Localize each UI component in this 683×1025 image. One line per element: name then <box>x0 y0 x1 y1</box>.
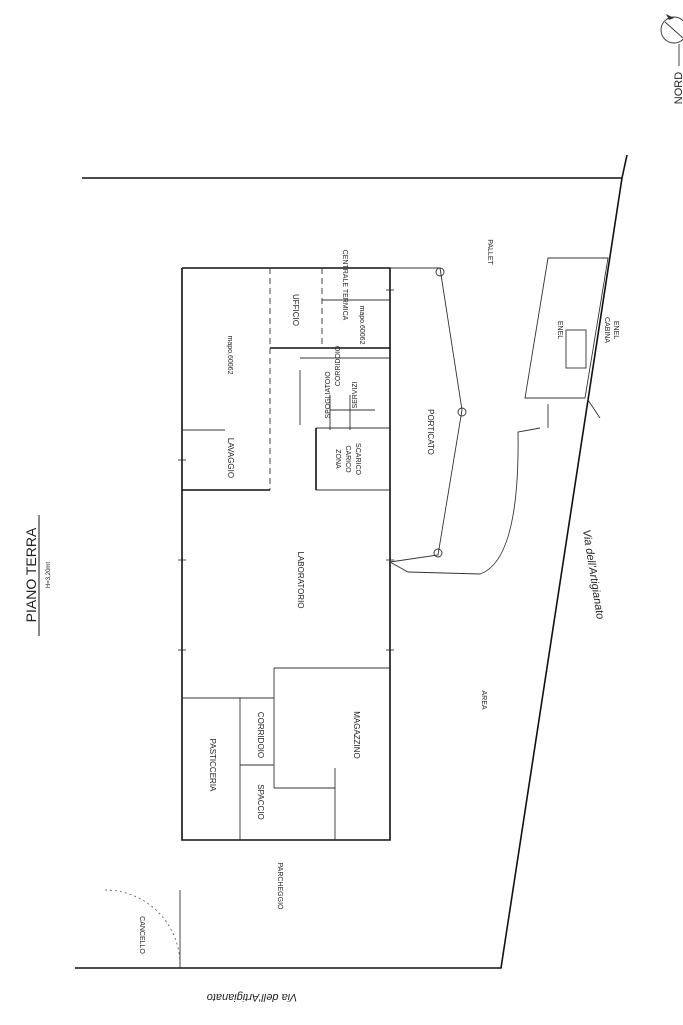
label-corridoio-bottom: CORRIDOIO <box>256 712 265 758</box>
north-arrow: NORD <box>660 14 683 104</box>
enel-cabin-box <box>565 329 587 369</box>
column-3 <box>433 548 443 558</box>
label-cabina-1: CABINA <box>603 317 610 343</box>
porticato-outline <box>389 267 463 563</box>
enel-cabin-line2 <box>587 399 601 419</box>
building <box>178 267 394 841</box>
label-mapo1: mapo.60062 <box>226 336 233 375</box>
label-servizi: SERVIZI <box>352 381 359 408</box>
room-labels: UFFICIO CENTRALE TERMICA mapo.60062 mapo… <box>208 250 435 820</box>
label-centrale-termica: CENTRALE TERMICA <box>341 250 348 321</box>
label-enel: ENEL <box>556 321 563 339</box>
label-zona-2: CARICO <box>344 445 351 473</box>
plan-title: PIANO TERRA <box>23 527 39 622</box>
street-labels: Via dell'Artigianato Via dell'Artigianat… <box>207 529 606 1003</box>
lot-boundary <box>75 154 628 969</box>
label-pallet: PALLET <box>486 239 493 265</box>
north-label: NORD <box>673 72 683 104</box>
label-ufficio: UFFICIO <box>291 294 300 326</box>
gate-swing <box>104 889 181 966</box>
porticato <box>389 267 467 563</box>
label-magazzino: MAGAZZINO <box>352 711 361 759</box>
title-block: PIANO TERRA H=3,20mt <box>23 515 52 636</box>
label-lavaggio: LAVAGGIO <box>226 438 235 478</box>
label-spogliatoi: SPOGLIATOIO <box>325 371 332 419</box>
outdoor-labels: PALLET ENEL CABINA ENEL AREA PARCHEGGIO <box>276 239 619 910</box>
driveway-curve <box>389 427 541 575</box>
label-porticato: PORTICATO <box>426 409 435 455</box>
label-zona-1: ZONA <box>334 449 341 469</box>
label-area: AREA <box>480 690 487 709</box>
label-pasticceria: PASTICCERIA <box>208 739 217 792</box>
street-right: Via dell'Artigianato <box>580 529 606 620</box>
gate-arc: CANCELLO <box>104 889 181 968</box>
cancello-label: CANCELLO <box>138 916 145 954</box>
driveway <box>389 427 541 575</box>
label-zona-3: SCARICO <box>354 443 361 475</box>
label-spaccio: SPACCIO <box>256 784 265 819</box>
column-1 <box>435 267 445 277</box>
column-2 <box>457 407 467 417</box>
label-laboratorio: LABORATORIO <box>296 551 305 608</box>
label-parcheggio: PARCHEGGIO <box>276 863 283 910</box>
compass-icon <box>660 16 683 44</box>
north-needle-head-icon <box>666 14 674 20</box>
enel-area-outline <box>524 257 609 399</box>
label-mapo2: mapo.60062 <box>358 306 365 345</box>
plan-subtitle: H=3,20mt <box>46 562 52 589</box>
north-needle-icon <box>664 21 683 39</box>
street-bottom: Via dell'Artigianato <box>207 991 298 1003</box>
enel-cabin <box>524 257 609 428</box>
label-corridoio-top: CORRIDOIO <box>335 345 342 386</box>
lot-boundary-line <box>75 154 628 969</box>
label-cabina-2: ENEL <box>612 321 619 339</box>
building-outer-wall <box>181 267 391 841</box>
